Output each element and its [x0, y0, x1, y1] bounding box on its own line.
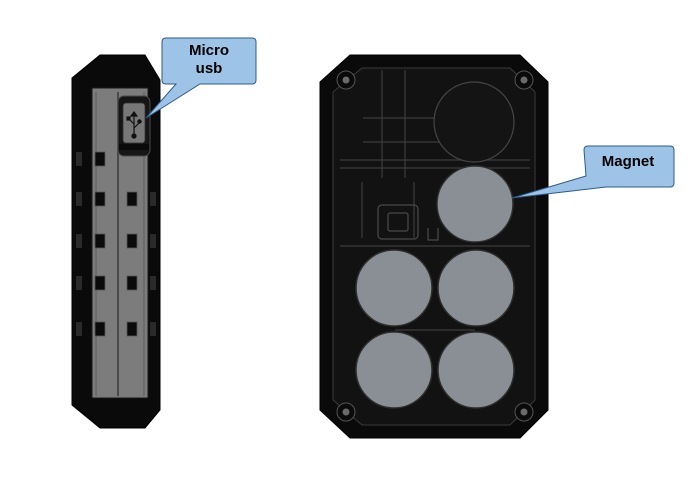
side-tabs-right — [126, 191, 138, 337]
magnets — [355, 165, 515, 409]
magnet — [355, 331, 433, 409]
internal-ribs — [340, 70, 530, 331]
magnet-callout — [511, 145, 675, 199]
clip-feature — [377, 204, 439, 241]
magnet — [437, 331, 515, 409]
usb-callout — [145, 37, 257, 119]
magnet — [355, 249, 433, 327]
side-view-device — [71, 54, 161, 429]
magnet-socket-empty — [433, 81, 515, 163]
side-tabs-left — [94, 151, 106, 337]
magnet-callout-bubble — [511, 145, 675, 199]
usb-icon — [126, 111, 142, 139]
magnet — [436, 165, 514, 243]
magnet — [437, 249, 515, 327]
side-notches — [76, 152, 156, 336]
micro-usb-port — [117, 95, 151, 157]
inside-view-device — [319, 54, 549, 439]
usb-callout-bubble — [145, 37, 257, 119]
screw-bosses — [336, 70, 534, 422]
